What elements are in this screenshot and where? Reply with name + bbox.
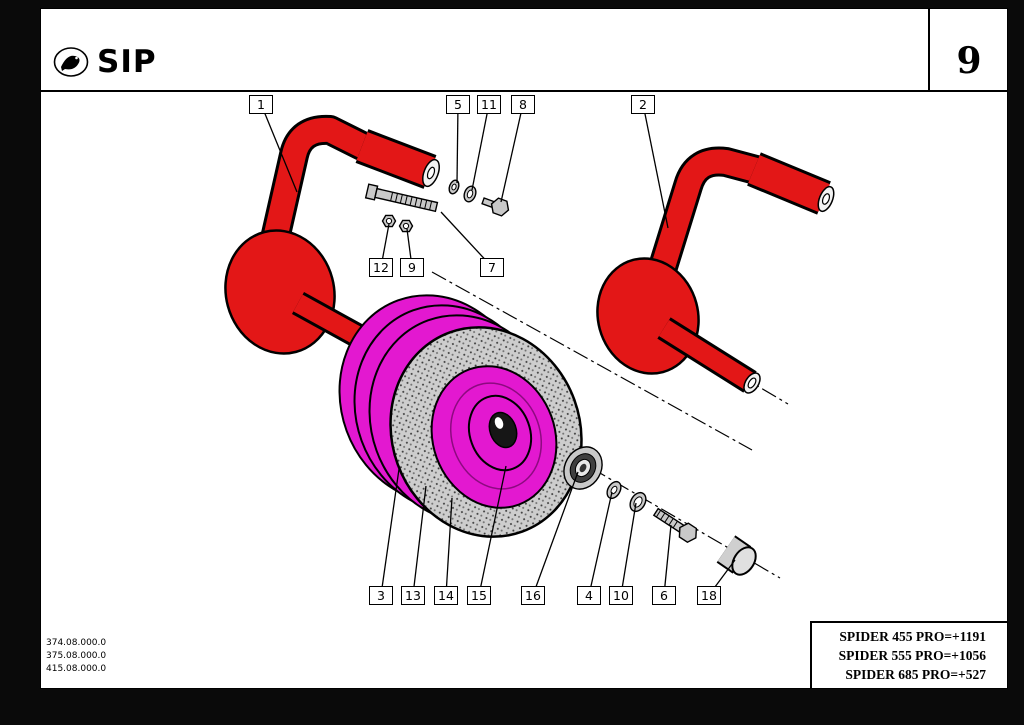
callout-8: 8: [511, 95, 535, 114]
gauge-wheel: [338, 294, 583, 538]
callout-5: 5: [446, 95, 470, 114]
callout-7: 7: [480, 258, 504, 277]
model-line: SPIDER 455 PRO=+1191: [839, 629, 986, 644]
sip-bird-icon: [53, 47, 89, 77]
drawing-code: 375.08.000.0: [46, 651, 107, 661]
model-line: SPIDER 555 PRO=+1056: [838, 648, 986, 663]
callout-14: 14: [434, 586, 458, 605]
right-fork-arm: [596, 146, 835, 394]
model-applicability-box: SPIDER 455 PRO=+1191 SPIDER 555 PRO=+105…: [810, 621, 1008, 688]
drawing-code: 374.08.000.0: [46, 638, 107, 648]
hex-bolt: [481, 197, 510, 217]
callout-2: 2: [631, 95, 655, 114]
callout-1: 1: [249, 95, 273, 114]
long-bolt: [364, 183, 439, 213]
axle-hardware: [563, 446, 757, 576]
callout-16: 16: [521, 586, 545, 605]
callout-18: 18: [697, 586, 721, 605]
drawing-codes: 374.08.000.0 375.08.000.0 415.08.000.0: [46, 637, 106, 676]
callout-4: 4: [577, 586, 601, 605]
page-number-divider: [928, 8, 930, 92]
header-rule: [40, 90, 1008, 92]
axle-bolt: [652, 507, 698, 543]
callout-9: 9: [400, 258, 424, 277]
drawing-code: 415.08.000.0: [46, 664, 107, 674]
callout-6: 6: [652, 586, 676, 605]
callout-3: 3: [369, 586, 393, 605]
right-hub-drum: [596, 257, 700, 375]
end-cap: [716, 535, 757, 576]
pivot-hardware: [364, 179, 510, 233]
logo-text: SIP: [97, 44, 157, 80]
callout-11: 11: [477, 95, 501, 114]
brand-logo: SIP: [52, 44, 157, 80]
callout-10: 10: [609, 586, 633, 605]
page-number: 9: [956, 40, 982, 82]
callout-13: 13: [401, 586, 425, 605]
left-hub-drum: [224, 229, 336, 355]
callout-15: 15: [467, 586, 491, 605]
callout-12: 12: [369, 258, 393, 277]
model-line: SPIDER 685 PRO=+527: [845, 667, 986, 682]
